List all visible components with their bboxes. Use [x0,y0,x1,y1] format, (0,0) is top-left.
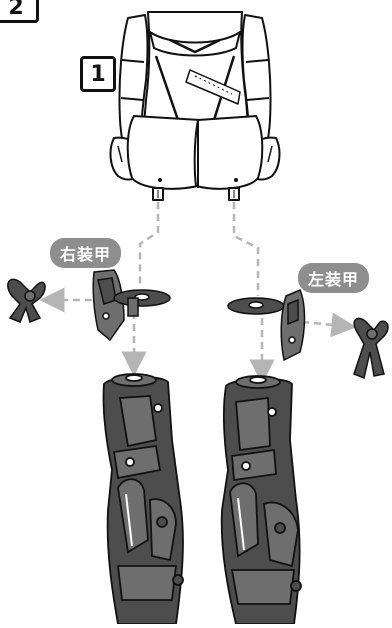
guide-lines [39,202,357,385]
step-number-outer: 2 [0,0,39,23]
right-ribbon-part [7,278,46,324]
left-armor-plate [280,289,306,362]
guide-left-peg [232,202,260,296]
step-number-inner: 1 [80,56,116,92]
arrow-left-ribbon [301,312,357,338]
right-armor-plate [92,269,125,342]
left-hinge-disc [227,297,285,315]
left-ribbon-part [353,317,389,380]
torso-figure [109,11,281,201]
right-leg [102,373,184,625]
guide-right-peg [138,202,160,284]
left-leg [220,375,302,625]
left-armor-label: 左装甲 [298,263,370,293]
right-hinge-disc [113,289,171,317]
right-armor-label: 右装甲 [50,238,122,268]
